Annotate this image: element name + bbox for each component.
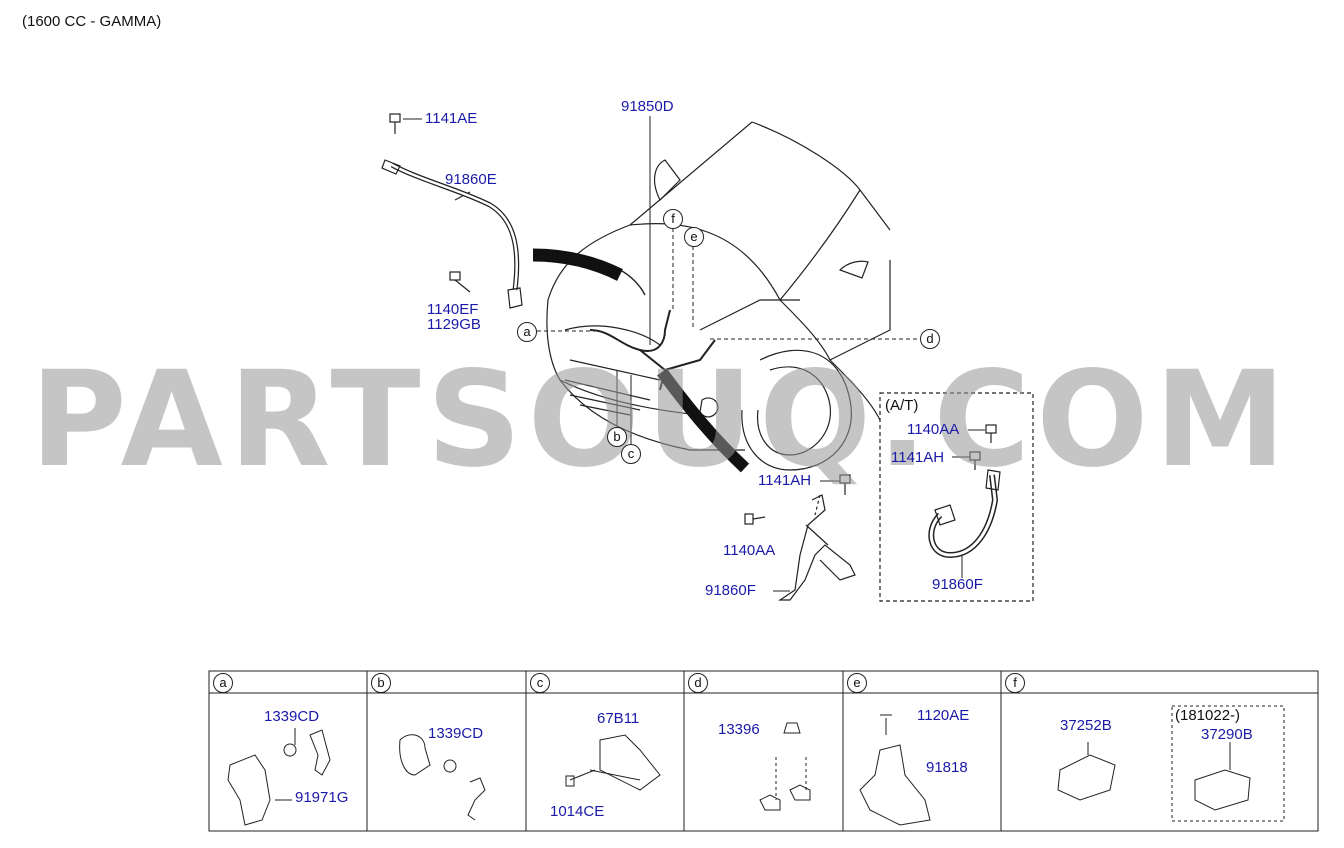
part-label-f-37290B[interactable]: 37290B — [1201, 726, 1253, 743]
part-label-c-67B11[interactable]: 67B11 — [597, 710, 640, 727]
ground-cable-at — [928, 469, 1001, 559]
part-label-1141AH[interactable]: 1141AH — [758, 472, 812, 489]
panel-c-key: c — [530, 673, 550, 693]
part-label-1141AE[interactable]: 1141AE — [425, 110, 478, 127]
detail-table — [208, 670, 1319, 832]
callout-b[interactable]: b — [607, 427, 627, 447]
part-label-1140EF[interactable]: 1140EF — [427, 301, 479, 318]
callout-c[interactable]: c — [621, 444, 641, 464]
part-label-c-1014CE[interactable]: 1014CE — [550, 803, 605, 820]
part-label-a-1339CD[interactable]: 1339CD — [264, 708, 320, 725]
callout-d[interactable]: d — [920, 329, 940, 349]
callout-a[interactable]: a — [517, 322, 537, 342]
ground-strap-91860F — [778, 494, 856, 601]
part-label-f-37252B[interactable]: 37252B — [1060, 717, 1112, 734]
wire-harness — [589, 269, 716, 391]
callout-f[interactable]: f — [663, 209, 683, 229]
callout-e[interactable]: e — [684, 227, 704, 247]
panel-sketches — [227, 714, 1251, 826]
part-label-at-91860F[interactable]: 91860F — [932, 576, 983, 593]
date-note-f: (181022-) — [1175, 707, 1241, 724]
leader-lines — [403, 116, 985, 592]
car-outline — [546, 121, 891, 471]
part-label-91860E[interactable]: 91860E — [445, 171, 497, 188]
panel-e-key: e — [847, 673, 867, 693]
part-label-91850D[interactable]: 91850D — [621, 98, 674, 115]
page-title: (1600 CC - GAMMA) — [22, 13, 162, 30]
part-label-91860F[interactable]: 91860F — [705, 582, 756, 599]
at-box — [879, 392, 1034, 602]
part-label-a-91971G[interactable]: 91971G — [295, 789, 349, 806]
panel-b-key: b — [371, 673, 391, 693]
battery-cable-91860E — [381, 159, 523, 309]
part-label-d-13396[interactable]: 13396 — [718, 721, 760, 738]
part-label-e-1120AE[interactable]: 1120AE — [917, 707, 970, 724]
at-box-label: (A/T) — [885, 397, 919, 414]
part-label-at-1141AH[interactable]: 1141AH — [891, 449, 945, 466]
part-label-at-1140AA[interactable]: 1140AA — [907, 421, 960, 438]
panel-f-key: f — [1005, 673, 1025, 693]
part-label-1129GB[interactable]: 1129GB — [427, 316, 481, 333]
panel-d-key: d — [688, 673, 708, 693]
part-label-b-1339CD[interactable]: 1339CD — [428, 725, 484, 742]
part-label-e-91818[interactable]: 91818 — [926, 759, 968, 776]
part-label-1140AA[interactable]: 1140AA — [723, 542, 776, 559]
panel-a-key: a — [213, 673, 233, 693]
bolt-icon — [389, 113, 997, 525]
